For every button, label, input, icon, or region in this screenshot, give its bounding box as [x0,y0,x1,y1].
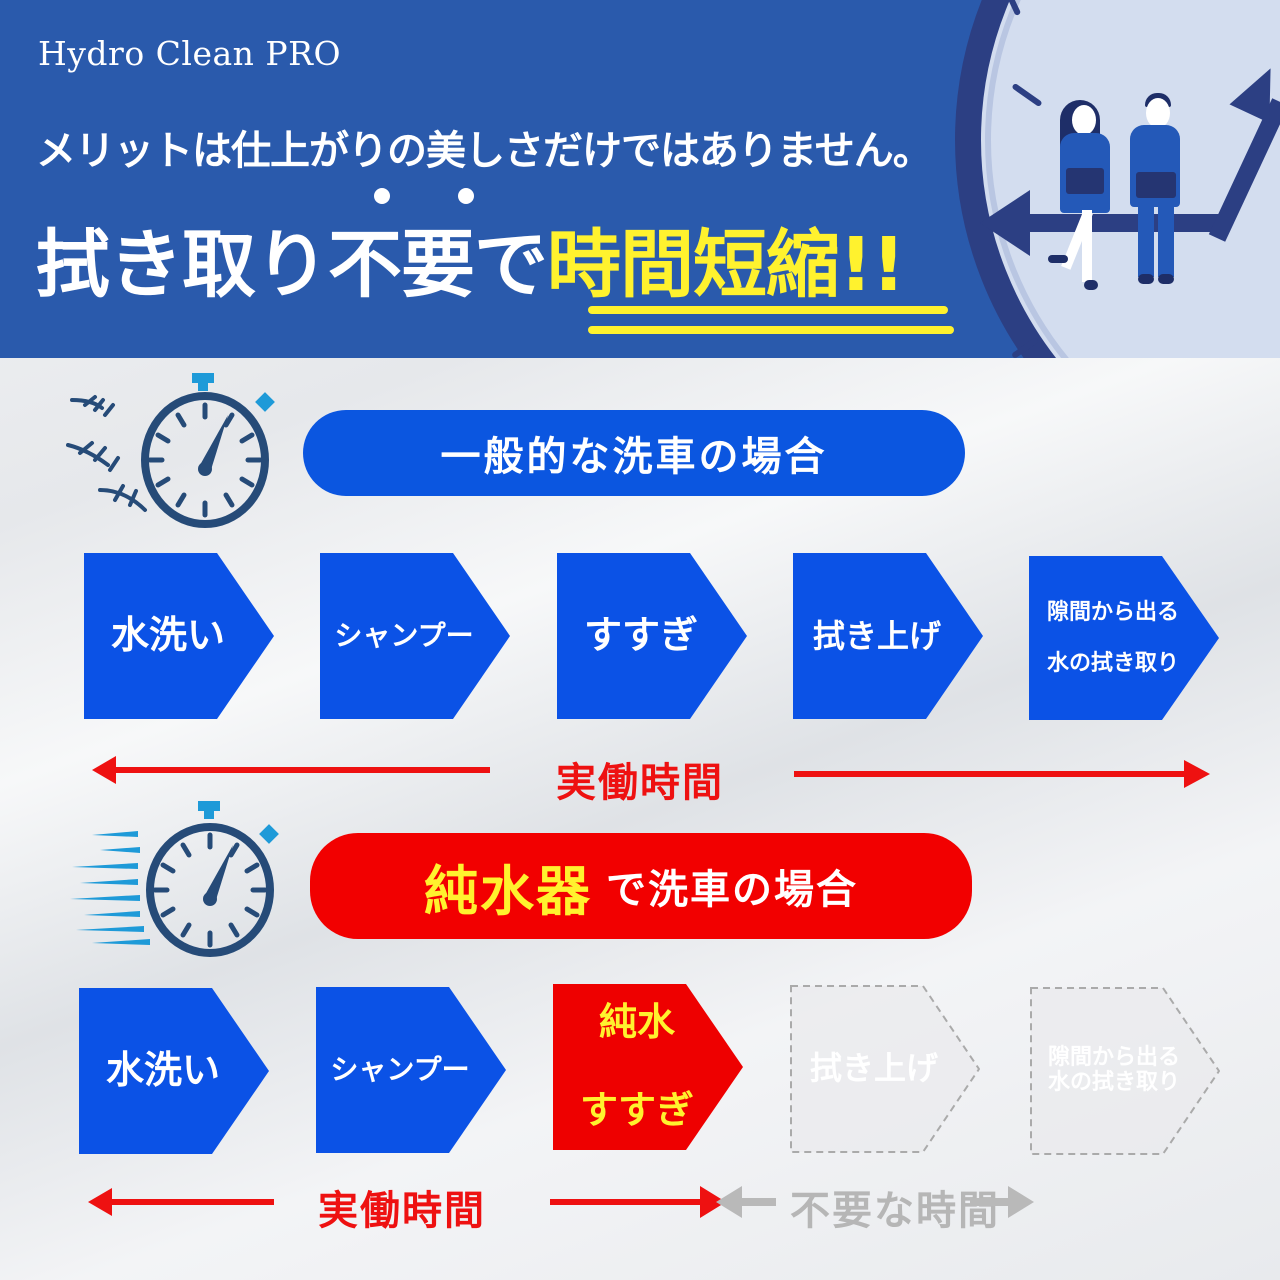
step-label-line2: すすぎ [579,1087,694,1132]
step-label-line2: 水の拭き取り [1046,650,1179,676]
step-label-line1: 隙間から出る [1046,600,1179,626]
step-label: 水洗い [105,1048,220,1093]
step-label: 拭き上げ [812,616,941,655]
unneeded-timeline-line [970,1198,1010,1206]
step-water-rinse: 水洗い [79,988,269,1154]
step-label-line1: 純水 [598,1000,675,1045]
step-label-line2: 水の拭き取り [1047,1070,1180,1095]
purewater-title-rest: で洗車の場合 [606,867,858,913]
step-water-rinse: 水洗い [84,553,274,719]
step-label: シャンプー [334,618,474,652]
timeline-line [550,1199,706,1205]
step-shampoo: シャンプー [320,553,510,719]
step-gap-water-wipe-unnecessary: 隙間から出る水の拭き取り [1030,987,1220,1155]
step-label: 拭き上げ [809,1048,938,1087]
timeline-line [794,771,1189,777]
step-label: 水洗い [110,613,225,658]
purewater-emphasis: 純水器 [424,859,592,923]
working-time-label: 実働時間 [556,760,724,806]
unneeded-time-label: 不要な時間 [790,1188,1000,1234]
grey-arrow-left-icon [716,1186,742,1218]
general-wash-title: 一般的な洗車の場合 [303,410,965,496]
step-label: すすぎ [583,613,698,658]
clock-rim [985,0,1280,358]
step-wipe-up-unnecessary: 拭き上げ [790,985,980,1153]
headline-main: 拭き取り不要で [36,222,548,308]
emphasis-dot [458,188,474,204]
brand-name: Hydro Clean PRO [38,34,342,73]
unneeded-timeline-line [740,1198,776,1206]
arrowhead-icon [980,190,1030,256]
timeline-line [108,1199,274,1205]
step-pure-water-rinse: 純水すすぎ [553,984,743,1150]
step-shampoo: シャンプー [316,987,506,1153]
step-wipe-up: 拭き上げ [793,553,983,719]
headline-emphasis: 時間短縮!! [547,222,905,308]
header-banner: Hydro Clean PRO メリットは仕上がりの美しさだけではありません。 … [0,0,1280,358]
step-label-line1: 隙間から出る [1047,1044,1180,1070]
subtitle: メリットは仕上がりの美しさだけではありません。 [36,128,933,174]
working-time-label: 実働時間 [318,1188,486,1234]
step-rinse: すすぎ [557,553,747,719]
purewater-wash-title: 純水器で洗車の場合 [310,833,972,939]
headline: 拭き取り不要で時間短縮!! [36,205,905,312]
fast-stopwatch-icon [70,801,279,957]
stopwatch-icon [66,373,275,528]
step-label: シャンプー [330,1052,470,1086]
highlight-underline [588,306,948,314]
highlight-underline [588,326,954,334]
timeline-line [112,767,490,773]
arrow-right-icon [1184,760,1210,788]
emphasis-dot [374,188,390,204]
grey-arrow-right-icon [1008,1186,1034,1218]
step-gap-water-wipe: 隙間から出る水の拭き取り [1029,556,1219,720]
clock-hand-arrow [1000,214,1220,232]
